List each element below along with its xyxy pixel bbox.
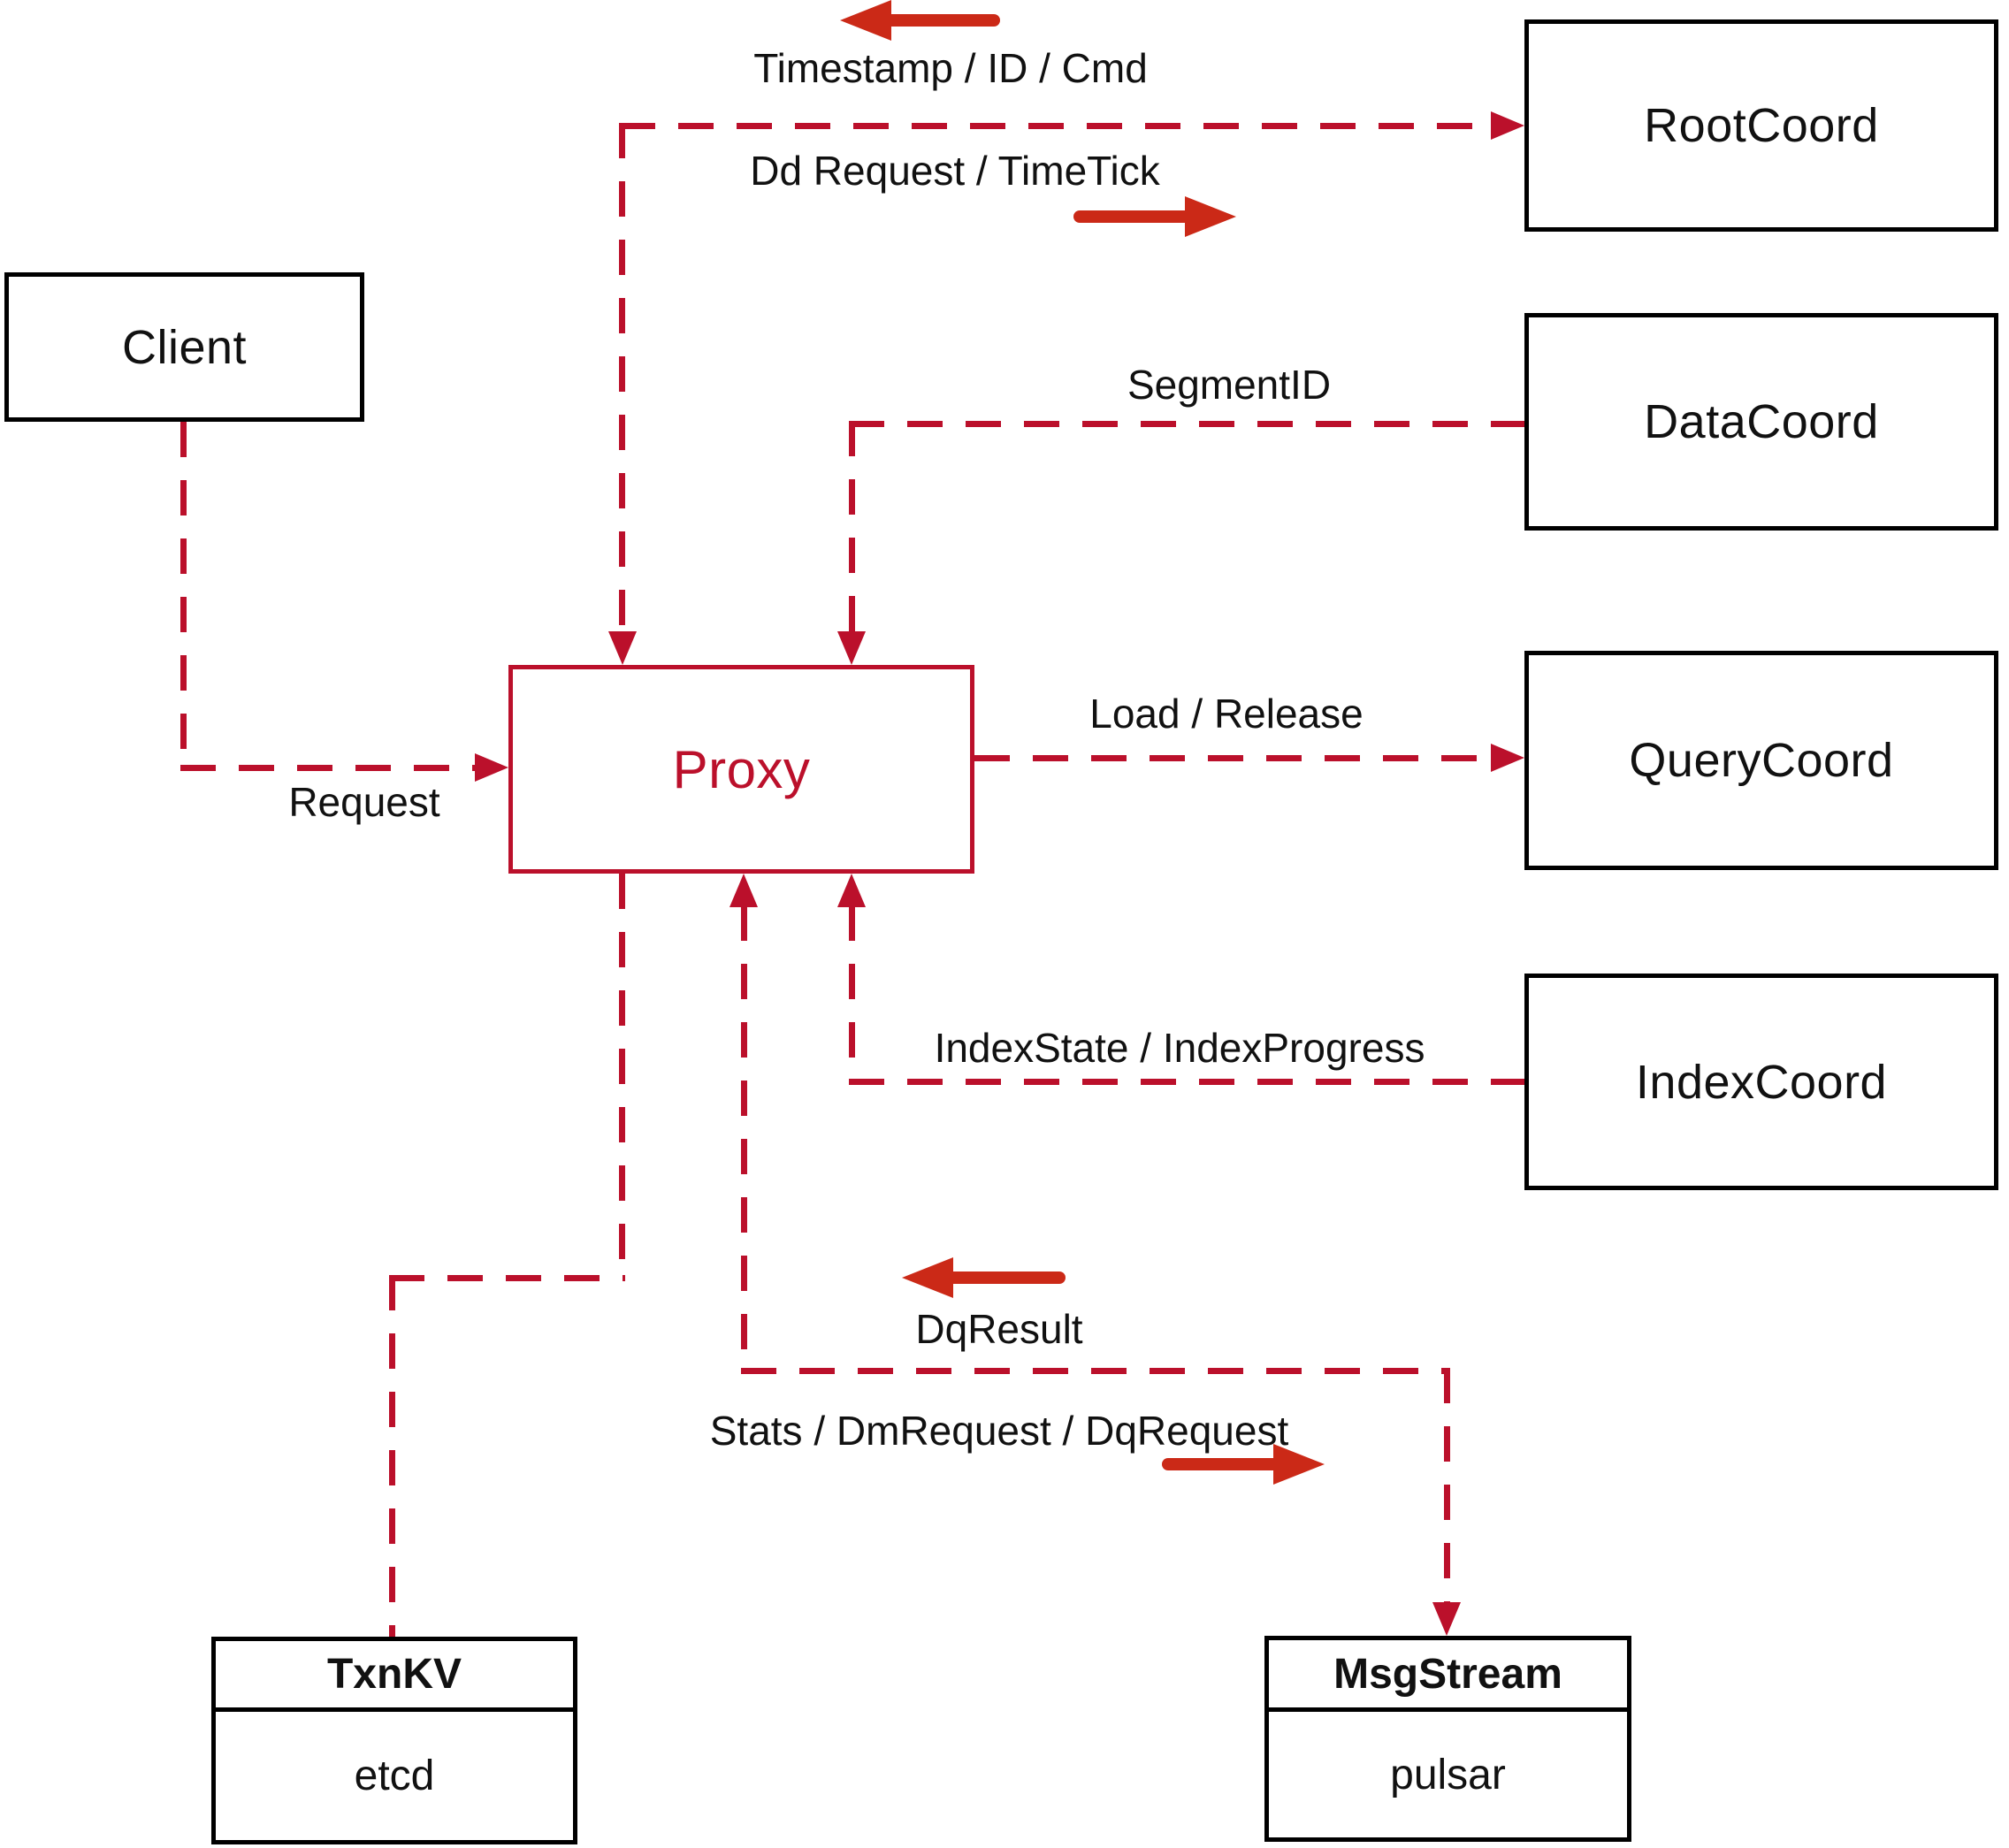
edge-client-proxy-horizontal (180, 765, 477, 771)
edge-label-dd-request-timetick: Dd Request / TimeTick (750, 148, 1160, 194)
edge-indexcoord-proxy-vertical (849, 905, 855, 1085)
edge-proxy-txnkv-horizontal (389, 1275, 625, 1281)
arrow-shaft (941, 1271, 1066, 1284)
node-msgstream: MsgStream pulsar (1264, 1636, 1631, 1842)
node-querycoord: QueryCoord (1524, 651, 1998, 870)
node-rootcoord-label: RootCoord (1644, 99, 1879, 152)
arrow-head (1185, 196, 1236, 237)
edge-proxy-rootcoord-horizontal (620, 123, 1491, 129)
edge-indexcoord-proxy-horizontal (849, 1079, 1524, 1085)
direction-arrow-left-icon (840, 0, 1004, 41)
edge-proxy-txnkv-vertical-2 (389, 1275, 395, 1637)
arrow-shaft (1162, 1458, 1286, 1470)
direction-arrow-right-icon (1070, 196, 1236, 237)
node-querycoord-label: QueryCoord (1629, 734, 1894, 787)
arrow-shaft (879, 14, 1000, 27)
edge-datacoord-proxy-vertical (849, 421, 855, 633)
arrowhead-into-proxy-bottom-middle (730, 874, 758, 907)
edge-proxy-msgstream-vertical-2 (1444, 1368, 1450, 1604)
node-indexcoord-label: IndexCoord (1635, 1055, 1888, 1109)
node-proxy: Proxy (508, 665, 974, 874)
node-datacoord-label: DataCoord (1644, 395, 1879, 448)
arrowhead-into-proxy-top-left (608, 631, 637, 665)
edge-proxy-msgstream-vertical-1 (741, 905, 747, 1374)
edge-proxy-msgstream-horizontal (741, 1368, 1450, 1374)
edge-label-indexstate-indexprogress: IndexState / IndexProgress (934, 1025, 1425, 1071)
node-txnkv-impl: etcd (354, 1753, 435, 1799)
edge-proxy-txnkv-vertical-1 (619, 874, 625, 1281)
edge-proxy-querycoord-horizontal (974, 755, 1491, 761)
edge-datacoord-proxy-horizontal (849, 421, 1524, 427)
edge-label-segmentid: SegmentID (1127, 362, 1332, 408)
arrowhead-into-proxy-bottom-right (837, 874, 866, 907)
arrowhead-into-msgstream (1432, 1602, 1461, 1636)
direction-arrow-right-icon (1158, 1444, 1325, 1485)
arrowhead-into-proxy-top-right (837, 631, 866, 665)
edge-proxy-rootcoord-vertical (619, 123, 625, 633)
node-indexcoord: IndexCoord (1524, 974, 1998, 1190)
arrow-head (902, 1257, 953, 1298)
node-proxy-label: Proxy (672, 739, 811, 799)
edge-client-proxy-vertical (180, 422, 187, 771)
edge-label-timestamp-id-cmd: Timestamp / ID / Cmd (753, 45, 1148, 91)
node-rootcoord: RootCoord (1524, 19, 1998, 232)
node-client-label: Client (121, 320, 248, 374)
edge-label-load-release: Load / Release (1089, 691, 1364, 737)
edge-label-request: Request (288, 779, 440, 825)
node-txnkv-title: TxnKV (216, 1641, 573, 1712)
arrowhead-into-proxy-left (475, 753, 508, 782)
node-datacoord: DataCoord (1524, 313, 1998, 531)
node-client: Client (4, 272, 364, 422)
edge-label-dqresult: DqResult (915, 1306, 1083, 1352)
arrow-head (1273, 1444, 1325, 1485)
node-msgstream-impl: pulsar (1390, 1751, 1506, 1798)
arrow-head (840, 0, 891, 41)
node-txnkv: TxnKV etcd (211, 1637, 577, 1844)
arrowhead-into-rootcoord (1491, 111, 1524, 140)
node-msgstream-title: MsgStream (1269, 1640, 1627, 1712)
edge-label-stats-dmrequest-dqrequest: Stats / DmRequest / DqRequest (709, 1408, 1289, 1454)
direction-arrow-left-icon (902, 1257, 1069, 1298)
arrowhead-into-querycoord (1491, 744, 1524, 772)
arrow-shaft (1073, 210, 1197, 223)
